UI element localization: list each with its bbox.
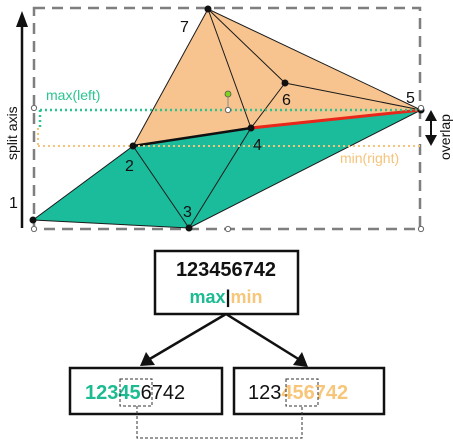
root-max-label: max: [189, 287, 225, 307]
right-child-sequence: 123456742: [248, 382, 348, 404]
split-axis-arrowhead: [16, 11, 28, 27]
right-child-prefix: 123: [248, 382, 281, 404]
vertex-label-2: 2: [125, 158, 134, 175]
vertex-7: [204, 5, 212, 13]
left-child-highlight: 12345: [85, 382, 141, 404]
root-node: [153, 249, 300, 316]
vertex-label-5: 5: [406, 90, 415, 107]
split-axis-label: split axis: [4, 106, 20, 160]
min-right-label: min(right): [340, 150, 399, 166]
overlap-arrowhead-bottom: [425, 135, 437, 146]
vertex-6: [281, 79, 289, 87]
vertex-3: [185, 224, 193, 232]
max-left-label: max(left): [46, 87, 100, 103]
vertex-4: [247, 124, 255, 132]
vertex-2: [129, 142, 137, 150]
root-separator: |: [225, 287, 230, 307]
vertices: [29, 5, 425, 232]
left-child-node: [68, 366, 224, 416]
overlap-edge: [250, 108, 422, 130]
overlap-link: [136, 406, 303, 439]
vertex-label-7: 7: [180, 19, 189, 36]
tree-edge-left: [147, 312, 227, 362]
left-child-sequence: 123456742: [85, 382, 185, 404]
right-overlap-box: [285, 378, 319, 407]
vertex-1: [29, 216, 37, 224]
tree-arrowhead-right: [293, 352, 308, 367]
vertex-label-6: 6: [282, 92, 291, 109]
overlap-arrowhead-top: [425, 110, 437, 121]
overlap-label: overlap: [437, 114, 453, 160]
vertex-label-3: 3: [183, 204, 192, 221]
right-child-highlight: 456742: [281, 382, 348, 404]
root-split-label: max|min: [189, 287, 262, 307]
root-sequence: 123456742: [176, 259, 276, 281]
vertex-labels: 1 2 3 4 5 6 7: [9, 19, 415, 221]
mesh-edges: [32, 8, 423, 229]
root-min-label: min: [231, 287, 263, 307]
vertex-label-1: 1: [9, 195, 18, 212]
left-region: [33, 110, 421, 228]
bbox-handles: [30, 104, 425, 233]
center-marker: [224, 90, 232, 98]
tree-arrowhead-left: [140, 352, 155, 366]
left-overlap-box: [119, 378, 153, 407]
vertex-label-4: 4: [253, 137, 262, 154]
tree-edge-right: [225, 312, 301, 362]
split-edge: [132, 126, 252, 148]
left-child-rest: 6742: [141, 382, 186, 404]
right-region: [133, 9, 421, 146]
